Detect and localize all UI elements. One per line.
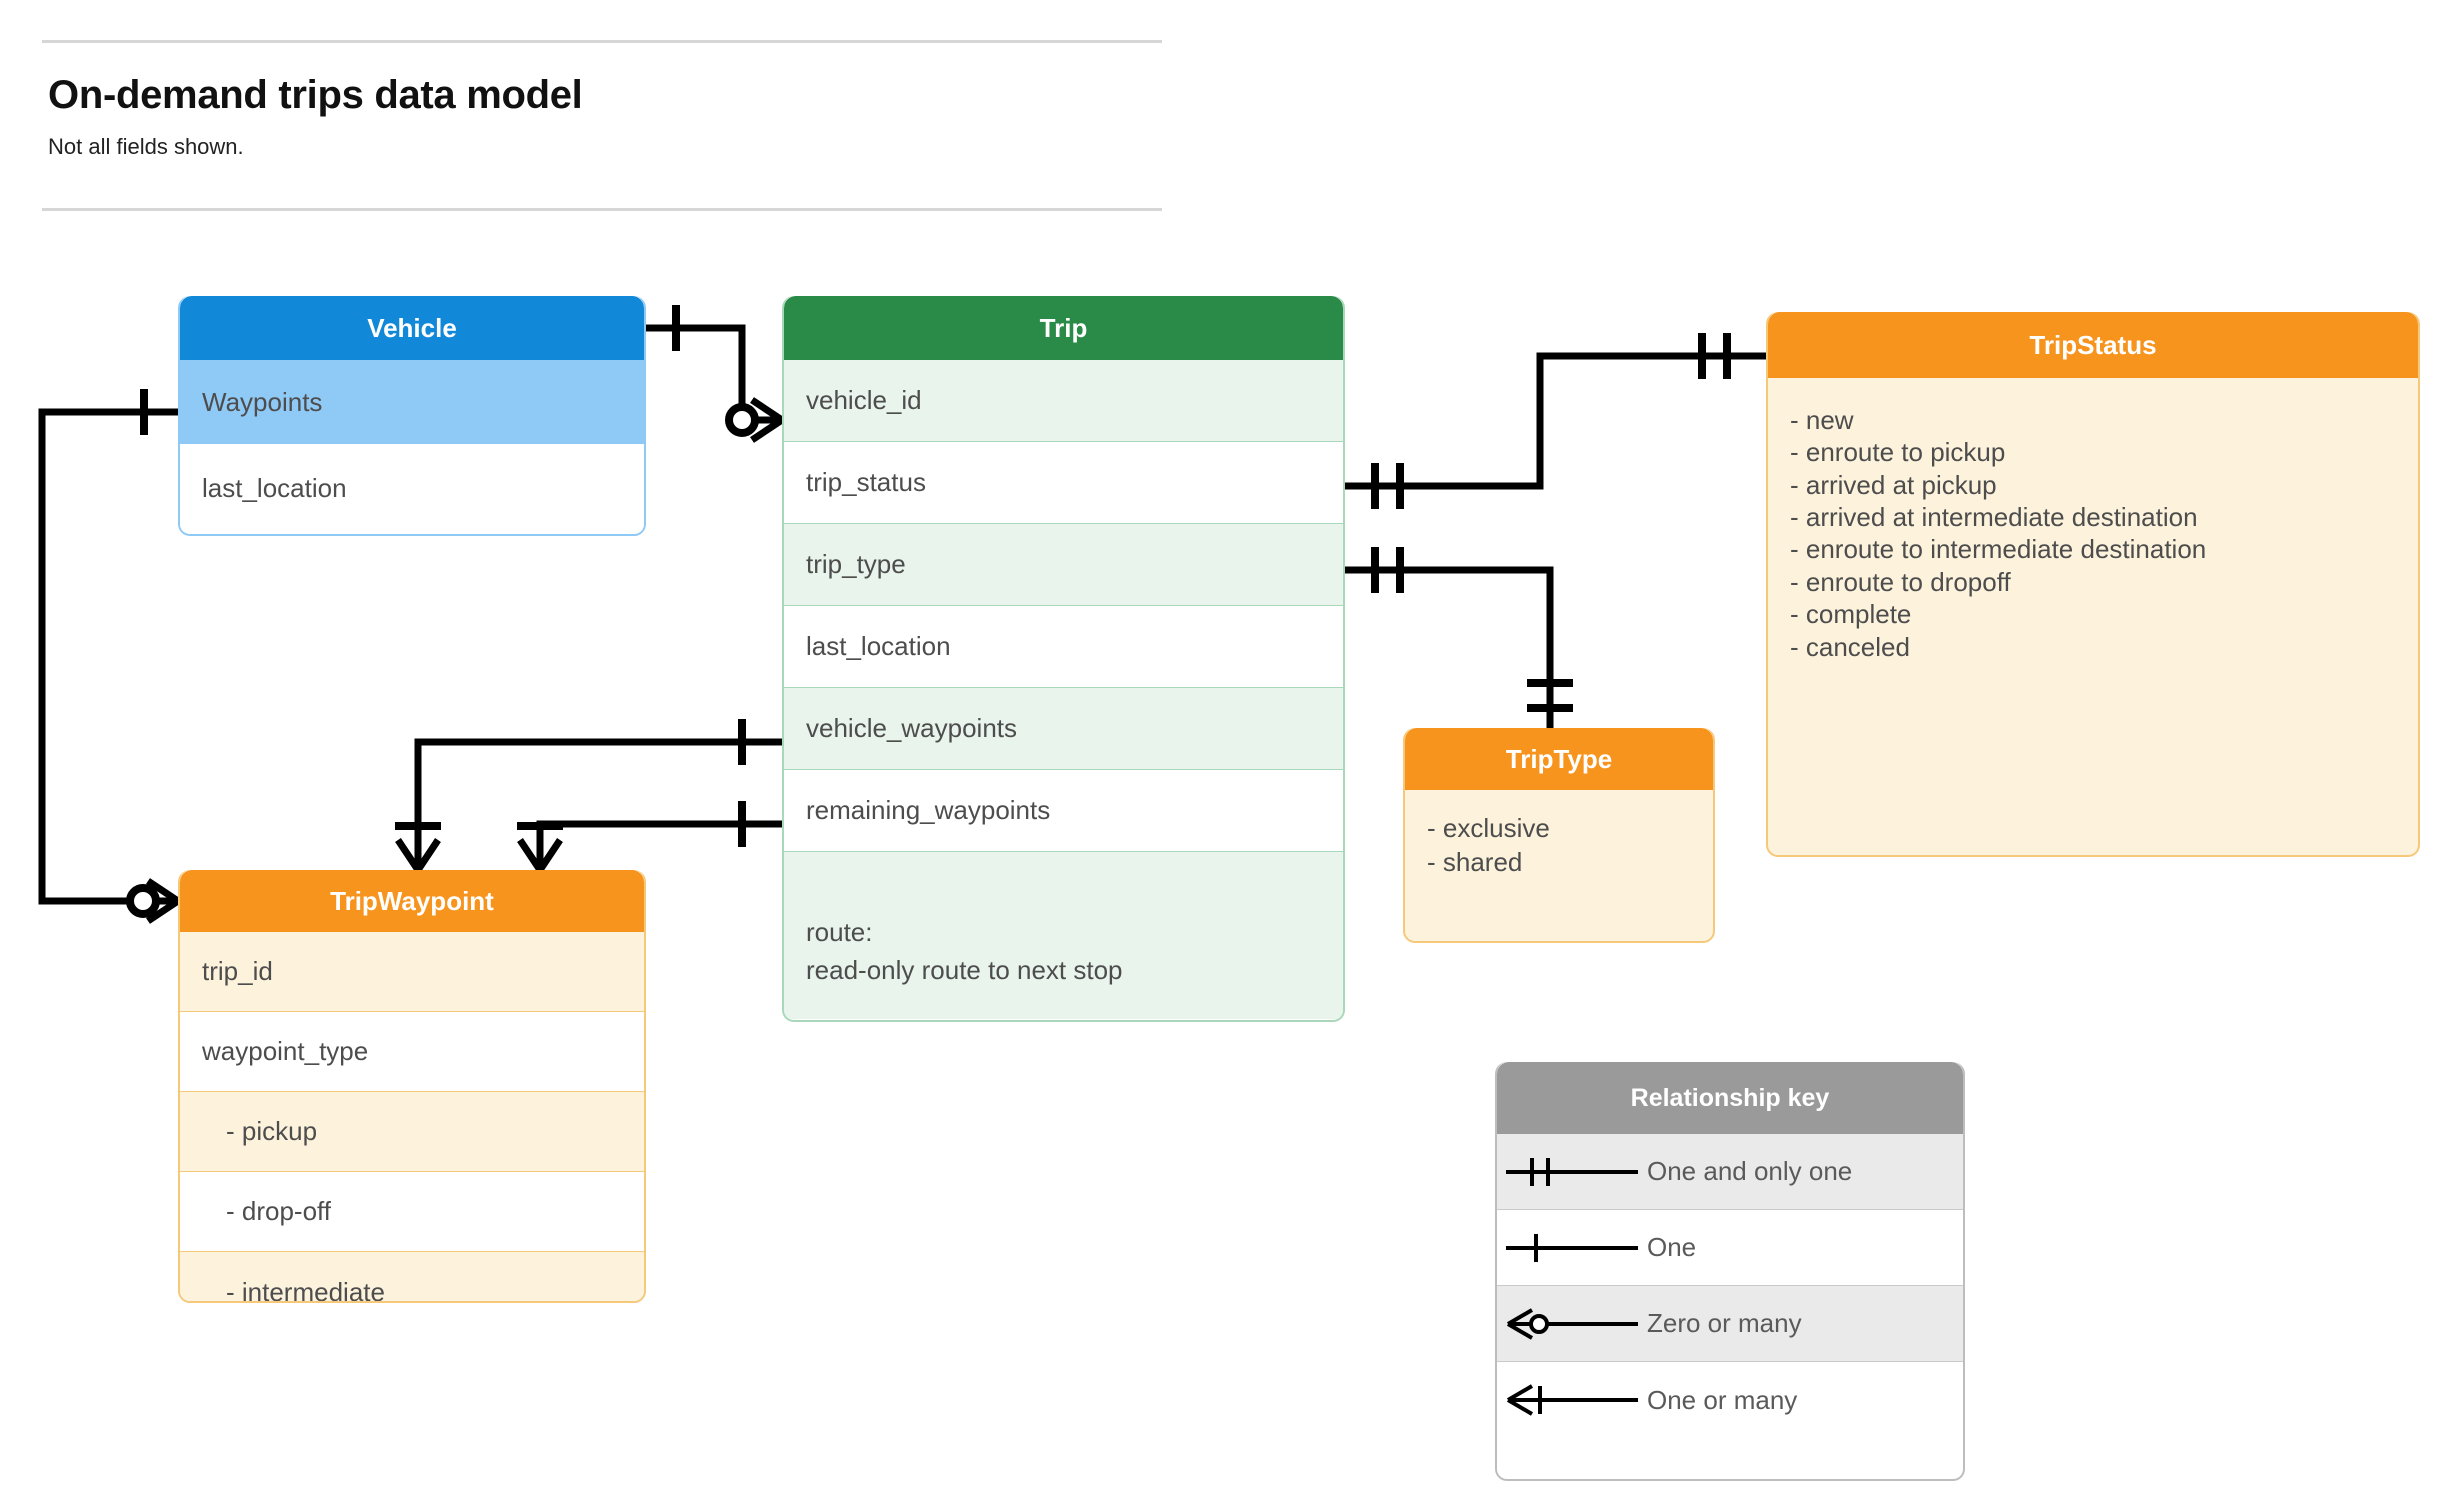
entity-vehicle-title: Vehicle	[180, 296, 644, 360]
enum-value: - enroute to dropoff	[1790, 566, 2011, 597]
legend-label: Zero or many	[1647, 1308, 1802, 1338]
field-trip-last-location[interactable]: last_location	[784, 606, 1343, 688]
enum-value: - shared	[1427, 846, 1523, 877]
legend-row-zero-or-many: Zero or many	[1497, 1286, 1963, 1362]
field-trip-vehicle-waypoints[interactable]: vehicle_waypoints	[784, 688, 1343, 770]
enum-value-drop-off: - drop-off	[180, 1172, 644, 1252]
enum-value-pickup: - pickup	[180, 1092, 644, 1172]
wire-tripstatus	[1345, 352, 1766, 490]
field-trip-route-label: route:	[806, 916, 873, 947]
legend-row-one-or-many: One or many	[1497, 1362, 1963, 1438]
field-trip-vehicle-id[interactable]: vehicle_id	[784, 360, 1343, 442]
crowfoot-tripwaypoint-a	[395, 838, 441, 872]
crowfoot-trip-vehicle-id	[750, 397, 784, 443]
entity-trip-type-title: TripType	[1405, 728, 1713, 790]
wire-triptype	[1345, 566, 1554, 728]
field-trip-trip-status[interactable]: trip_status	[784, 442, 1343, 524]
legend-label: One	[1647, 1232, 1697, 1262]
crowfoot-tripwaypoint-b	[517, 838, 563, 872]
legend-row-one-and-only-one: One and only one	[1497, 1134, 1963, 1210]
wire-vehicle-waypoints	[414, 738, 782, 860]
relationship-key-title: Relationship key	[1497, 1062, 1963, 1134]
entity-trip-type-values: - exclusive - shared	[1405, 790, 1713, 880]
legend-row-one: One	[1497, 1210, 1963, 1286]
page-title: On-demand trips data model	[48, 73, 583, 117]
one-and-only-one-icon	[1497, 1150, 1647, 1194]
enum-value: - exclusive	[1427, 813, 1550, 843]
entity-trip-status-values: - new - enroute to pickup - arrived at p…	[1768, 378, 2418, 663]
field-trip-route-note: read-only route to next stop	[806, 954, 1123, 985]
field-trip-trip-type[interactable]: trip_type	[784, 524, 1343, 606]
enum-value: - arrived at intermediate destination	[1790, 502, 2198, 533]
divider-bottom	[42, 208, 1162, 211]
zero-or-many-icon	[1497, 1302, 1647, 1346]
entity-trip-status[interactable]: TripStatus - new - enroute to pickup - a…	[1766, 312, 2420, 857]
field-tripwaypoint-waypoint-type[interactable]: waypoint_type	[180, 1012, 644, 1092]
entity-trip-type[interactable]: TripType - exclusive - shared	[1403, 728, 1715, 943]
field-tripwaypoint-trip-id[interactable]: trip_id	[180, 932, 644, 1012]
field-trip-remaining-waypoints[interactable]: remaining_waypoints	[784, 770, 1343, 852]
one-or-many-icon	[1497, 1378, 1647, 1422]
entity-trip-title: Trip	[784, 296, 1343, 360]
entity-trip[interactable]: Trip vehicle_id trip_status trip_type la…	[782, 296, 1345, 1022]
enum-value: - new	[1790, 405, 1854, 435]
enum-value-intermediate: - intermediate	[180, 1252, 644, 1301]
entity-trip-waypoint-title: TripWaypoint	[180, 870, 644, 932]
entity-trip-waypoint[interactable]: TripWaypoint trip_id waypoint_type - pic…	[178, 870, 646, 1303]
crowfoot-tripwaypoint-left	[146, 878, 180, 924]
zero-marker-trip-vehicle-id	[725, 403, 759, 437]
page-subtitle: Not all fields shown.	[48, 134, 244, 159]
enum-value: - complete	[1790, 599, 1912, 630]
field-vehicle-last-location[interactable]: last_location	[180, 444, 644, 532]
enum-value: - arrived at pickup	[1790, 469, 1997, 500]
legend-label: One and only one	[1647, 1156, 1853, 1186]
zero-marker-tripwaypoint	[126, 884, 160, 918]
one-icon	[1497, 1226, 1647, 1270]
entity-vehicle[interactable]: Vehicle Waypoints last_location	[178, 296, 646, 536]
relationship-key-panel[interactable]: Relationship key One and only one	[1495, 1062, 1965, 1481]
wire-remaining-waypoints	[536, 820, 782, 860]
entity-trip-status-title: TripStatus	[1768, 312, 2418, 378]
enum-value: - enroute to pickup	[1790, 437, 2006, 468]
wire-vehicle-trip	[646, 324, 768, 424]
wire-vehicle-waypoints-tripwaypoint	[38, 408, 178, 905]
field-trip-route[interactable]: route: read-only route to next stop	[784, 852, 1343, 1019]
divider-top	[42, 40, 1162, 43]
legend-label: One or many	[1647, 1384, 1798, 1415]
enum-value: - canceled	[1790, 631, 1910, 662]
field-vehicle-waypoints[interactable]: Waypoints	[180, 360, 644, 444]
enum-value: - enroute to intermediate destination	[1790, 534, 2207, 565]
